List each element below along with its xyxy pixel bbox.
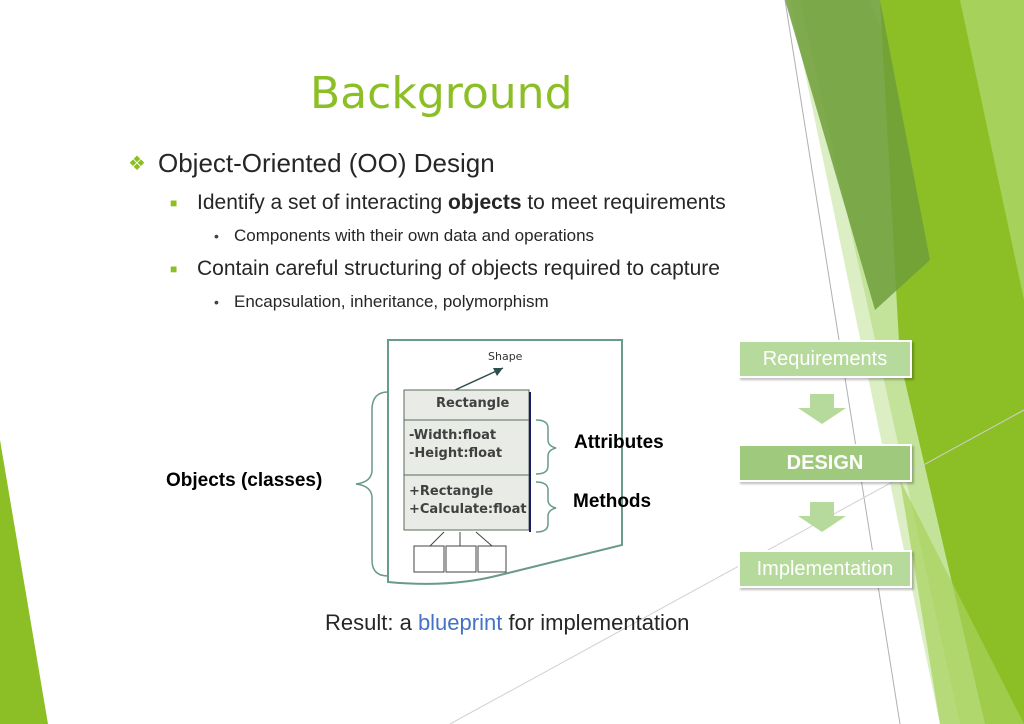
square-bullet-icon: ■ [170,262,178,276]
attributes-brace [535,419,557,475]
mini-class-box [445,545,477,573]
method-rectangle: +Rectangle [409,484,494,499]
attribute-height: -Height:float [409,446,503,461]
shape-label: Shape [488,350,523,363]
method-calculate: +Calculate:float [409,502,527,517]
result-pre: Result: a [325,610,418,635]
flow-arrow-down [798,502,846,532]
slide-title: Background [310,68,573,119]
bullet-text: Object-Oriented (OO) Design [158,148,495,178]
mini-connector [475,531,493,547]
sub-bullet-identify: ■ Identify a set of interacting objects … [170,191,726,215]
sub-bullet-text-bold: objects [447,191,522,214]
detail-text: Encapsulation, inheritance, polymorphism [234,292,549,311]
dot-bullet-icon: • [214,228,219,244]
methods-label: Methods [573,491,652,512]
mini-class-box [477,545,507,573]
sub-bullet-text-post: to meet requirements [521,191,726,214]
dot-bullet-icon: • [214,294,219,310]
objects-label: Objects (classes) [166,470,323,491]
detail-components: • Components with their own data and ope… [214,226,594,246]
detail-encapsulation: • Encapsulation, inheritance, polymorphi… [214,292,549,312]
design-box: DESIGN [738,444,912,482]
bullet-oo-design: ❖ Object-Oriented (OO) Design [128,148,495,179]
attributes-label: Attributes [574,432,664,453]
mini-class-box [413,545,445,573]
result-text: Result: a blueprint for implementation [325,610,689,636]
sub-bullet-text: Contain careful structuring of objects r… [197,257,720,280]
class-box [403,389,530,531]
attribute-width: -Width:float [409,428,497,443]
objects-brace [355,391,389,577]
sub-bullet-text: Identify a set of interacting objects to… [197,191,726,215]
detail-text: Components with their own data and opera… [234,226,595,245]
result-highlight: blueprint [417,610,503,635]
class-name: Rectangle [436,396,510,411]
sub-bullet-contain: ■ Contain careful structuring of objects… [170,257,720,281]
flow-arrow-down [798,394,846,424]
implementation-box: Implementation [738,550,912,588]
mini-connector [429,531,445,547]
result-post: for implementation [502,610,690,635]
methods-brace [535,481,557,533]
sub-bullet-text-pre: Identify a set of interacting [197,191,448,214]
arrow-head [493,368,503,376]
requirements-box: Requirements [738,340,912,378]
square-bullet-icon: ■ [170,196,178,210]
diamond-bullet-icon: ❖ [128,153,146,175]
